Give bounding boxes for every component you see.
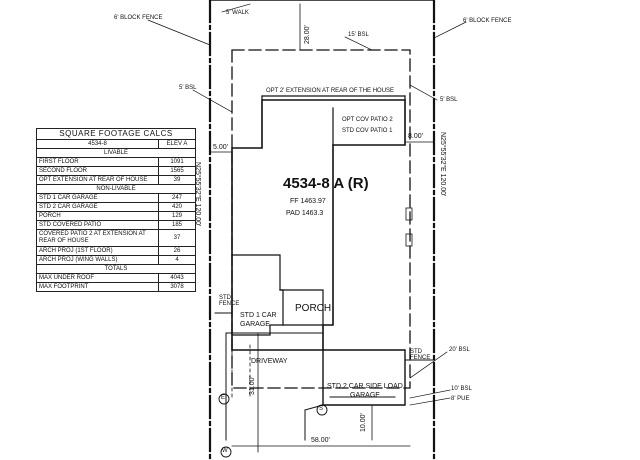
table-row-value: 129 xyxy=(158,211,196,221)
table-row-value: 185 xyxy=(158,220,196,230)
table-row-label: STD 2 CAR GARAGE xyxy=(36,202,159,212)
leader-bsl-side xyxy=(409,389,451,399)
table-row-value: 26 xyxy=(158,246,196,256)
side-drive xyxy=(231,339,251,399)
garage-2-label-line1: STD 2 CAR SIDE LOAD xyxy=(327,383,403,390)
dim-8-label: 8.00' xyxy=(408,133,423,140)
marker-w-circle xyxy=(220,446,232,458)
table-col1-header: 4534-8 xyxy=(36,139,159,149)
bsl-side-label: 10' BSL xyxy=(451,386,472,392)
table-row-label: ARCH PROJ (1ST FLOOR) xyxy=(36,246,159,256)
garage-2-label-line2: GARAGE xyxy=(350,392,380,399)
plan-title: 4534-8 A (R) xyxy=(283,175,369,192)
bsl-left-label: 5' BSL xyxy=(179,85,197,91)
table-title: SQUARE FOOTAGE CALCS xyxy=(36,128,196,140)
table-row-value: 4043 xyxy=(158,273,196,283)
leader-bsl-right xyxy=(409,84,438,101)
garage-2-outline xyxy=(322,349,406,406)
opt-extension-label: OPT 2' EXTENSION AT REAR OF THE HOUSE xyxy=(266,88,395,94)
block-fence-right-label: 6' BLOCK FENCE xyxy=(463,18,512,24)
std-fence-right-label: STD FENCE xyxy=(410,349,430,361)
non-livable-section-label: NON-LIVABLE xyxy=(36,184,196,194)
block-fence-left-label: 6' BLOCK FENCE xyxy=(114,15,163,21)
table-row-value: 420 xyxy=(158,202,196,212)
bsl-rear-label: 15' BSL xyxy=(348,32,369,38)
leader-fence-right xyxy=(433,21,467,39)
marker-s-label: S xyxy=(319,406,324,412)
std-fence-left-line2: FENCE xyxy=(219,301,240,307)
window-2 xyxy=(405,233,413,247)
table-row-value: 4 xyxy=(158,255,196,265)
patio-2-label: OPT COV PATIO 2 xyxy=(342,117,393,123)
marker-w-label: W xyxy=(222,448,228,454)
table-row-label: FIRST FLOOR xyxy=(36,157,159,167)
porch-label: PORCH xyxy=(295,303,332,314)
driveway-outline xyxy=(225,332,324,441)
std-fence-right-line2: FENCE xyxy=(410,355,431,361)
table-row-value: 1565 xyxy=(158,166,196,176)
table-row-label: COVERED PATIO 2 AT EXTENSION AT REAR OF … xyxy=(36,229,159,247)
totals-section-label: TOTALS xyxy=(36,264,196,274)
dim-10-label: 10.00' xyxy=(360,413,367,432)
leader-bsl-left xyxy=(192,89,233,113)
leader-walk xyxy=(221,3,251,13)
dim-58-label: 58.00' xyxy=(311,437,330,444)
table-row-label: STD COVERED PATIO xyxy=(36,220,159,230)
table-row-label: MAX FOOTPRINT xyxy=(36,282,159,292)
livable-section-label: LIVABLE xyxy=(36,148,196,158)
garage-1-label-line2: GARAGE xyxy=(240,321,270,328)
marker-e-label: E xyxy=(221,395,226,401)
table-row-label: SECOND FLOOR xyxy=(36,166,159,176)
walk-label: 5' WALK xyxy=(226,10,249,16)
table-row-value: 37 xyxy=(158,229,196,247)
marker-e-circle xyxy=(218,393,230,405)
table-row-label: MAX UNDER ROOF xyxy=(36,273,159,283)
table-row-label: STD 1 CAR GARAGE xyxy=(36,193,159,203)
table-col2-header: ELEV A xyxy=(158,139,196,149)
dim-31-label: 31.00' xyxy=(249,376,256,395)
table-row-value: 3078 xyxy=(158,282,196,292)
dim-5-label: 5.00' xyxy=(213,144,228,151)
pad-label: PAD 1463.3 xyxy=(286,210,324,217)
std-fence-left-line1: STD xyxy=(219,295,231,301)
leader-fence-left xyxy=(147,19,211,46)
square-footage-table: SQUARE FOOTAGE CALCS 4534-8 ELEV A LIVAB… xyxy=(36,128,196,292)
table-row-label: PORCH xyxy=(36,211,159,221)
table-row-value: 247 xyxy=(158,193,196,203)
leader-pue xyxy=(409,397,451,406)
window-1 xyxy=(405,207,413,221)
bsl-front-label: 20' BSL xyxy=(449,347,470,353)
std-fence-right-line1: STD xyxy=(410,349,422,355)
table-row-value: 39 xyxy=(158,175,196,185)
marker-s-circle xyxy=(316,404,328,416)
leader-bsl-front xyxy=(409,351,448,379)
porch-outline xyxy=(279,289,324,326)
table-row-value: 1091 xyxy=(158,157,196,167)
garage-1-label-line1: STD 1 CAR xyxy=(240,312,277,319)
leader-bsl-rear xyxy=(344,36,373,51)
pue-label: 8' PUE xyxy=(451,396,470,402)
patio-1-label: STD COV PATIO 1 xyxy=(342,128,393,134)
finished-floor-label: FF 1463.97 xyxy=(290,198,326,205)
bearing-right-label: N25°55'32"E 120.00' xyxy=(439,132,446,197)
bsl-right-label: 5' BSL xyxy=(440,97,458,103)
table-row-label: ARCH PROJ (WING WALLS) xyxy=(36,255,159,265)
std-fence-left-label: STD FENCE xyxy=(219,295,239,307)
dim-28-label: 28.00' xyxy=(304,25,311,44)
driveway-label: DRIVEWAY xyxy=(251,358,288,365)
table-row-label: OPT EXTENSION AT REAR OF HOUSE xyxy=(36,175,159,185)
